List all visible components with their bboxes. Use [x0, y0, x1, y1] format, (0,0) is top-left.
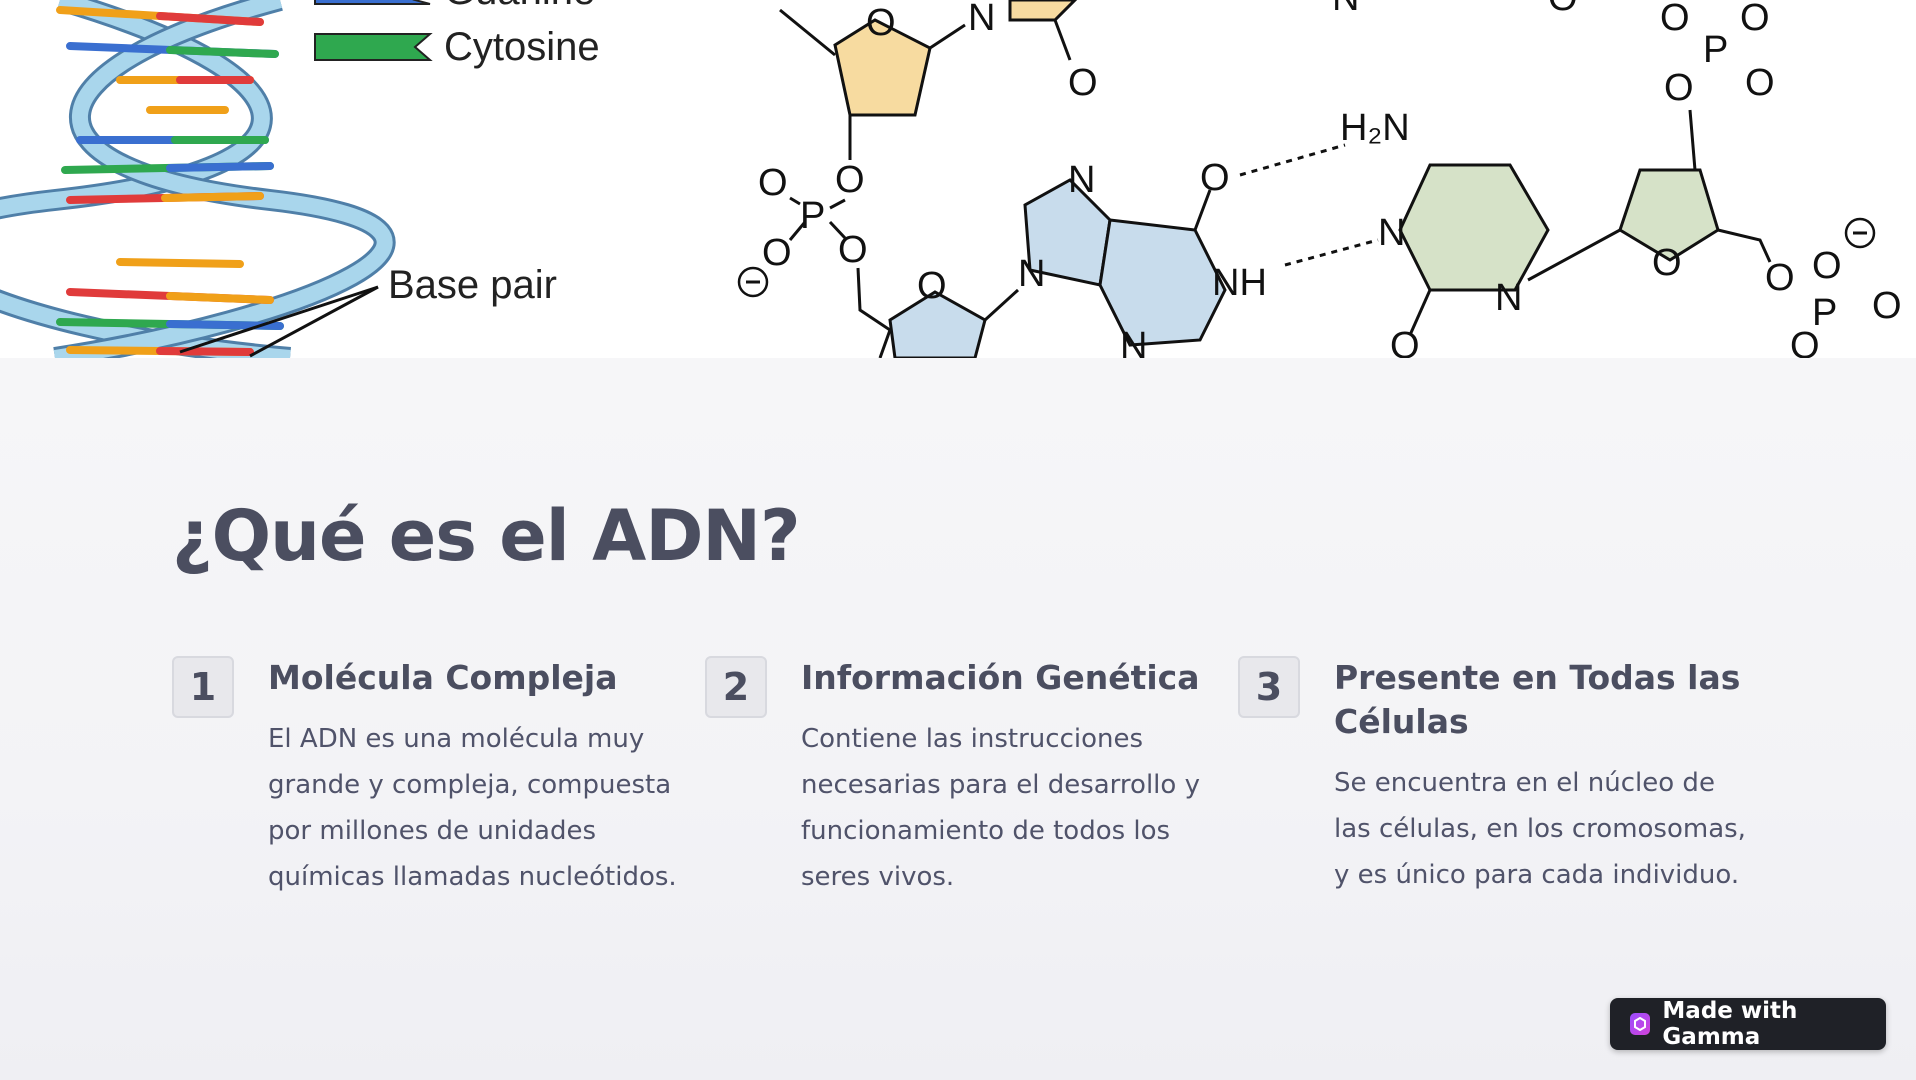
svg-text:N: N — [968, 0, 995, 39]
svg-text:O: O — [917, 265, 947, 307]
card-heading: Presente en Todas las Células — [1334, 658, 1741, 741]
svg-text:O: O — [1068, 62, 1098, 104]
gamma-logo-icon — [1630, 1013, 1651, 1035]
svg-text:O: O — [866, 2, 896, 44]
base-pair-callout: Base pair — [179, 263, 557, 358]
card-text: Se encuentra en el núcleo de las células… — [1334, 768, 1746, 890]
svg-text:N: N — [1018, 253, 1045, 295]
svg-text:N: N — [1332, 0, 1359, 19]
svg-text:NH: NH — [1212, 262, 1267, 304]
svg-text:H₂N: H₂N — [1340, 107, 1410, 149]
svg-text:O: O — [758, 162, 788, 204]
nucleotide-structure-icon: O N O O O P O O O N N N — [737, 0, 1902, 358]
svg-text:O: O — [1740, 0, 1770, 39]
card-heading: Información Genética — [801, 658, 1200, 697]
dna-helix-icon — [0, 0, 396, 358]
legend-cytosine: Cytosine — [314, 25, 600, 69]
svg-text:O: O — [1790, 325, 1820, 358]
page-title: ¿Qué es el ADN? — [172, 495, 801, 577]
svg-text:O: O — [1765, 257, 1795, 299]
card-text: Contiene las instrucciones necesarias pa… — [801, 724, 1200, 892]
badge-label: Made with Gamma — [1662, 998, 1798, 1050]
base-pair-label: Base pair — [388, 263, 557, 307]
svg-text:O: O — [1548, 0, 1578, 19]
svg-text:O: O — [835, 159, 865, 201]
content-section — [0, 358, 1916, 1080]
svg-text:O: O — [1745, 62, 1775, 104]
svg-text:O: O — [1872, 285, 1902, 327]
svg-text:O: O — [1390, 325, 1420, 358]
svg-text:O: O — [1652, 242, 1682, 284]
card-number: 3 — [1238, 656, 1300, 718]
svg-text:O: O — [762, 232, 792, 274]
svg-text:O: O — [1664, 67, 1694, 109]
svg-text:P: P — [1812, 292, 1837, 334]
svg-text:N: N — [1120, 325, 1147, 358]
made-with-gamma-button[interactable]: Made with Gamma — [1610, 998, 1886, 1050]
dna-illustration: Guanine Cytosine Base pair O N O O O — [0, 0, 1902, 358]
svg-text:O: O — [1200, 157, 1230, 199]
svg-text:N: N — [1495, 277, 1522, 319]
hero-image: Guanine Cytosine Base pair O N O O O — [0, 0, 1916, 358]
card-number: 2 — [705, 656, 767, 718]
card-number: 1 — [172, 656, 234, 718]
svg-text:O: O — [1660, 0, 1690, 39]
svg-text:N: N — [1378, 212, 1405, 254]
legend-guanine-label: Guanine — [444, 0, 595, 13]
legend-cytosine-label: Cytosine — [444, 25, 600, 69]
svg-text:P: P — [1703, 29, 1728, 71]
card-heading: Molécula Compleja — [268, 658, 618, 697]
legend-guanine: Guanine — [314, 0, 595, 13]
svg-text:P: P — [800, 195, 825, 237]
card-text: El ADN es una molécula muy grande y comp… — [268, 724, 677, 892]
svg-text:O: O — [1812, 245, 1842, 287]
svg-text:N: N — [1068, 159, 1095, 201]
